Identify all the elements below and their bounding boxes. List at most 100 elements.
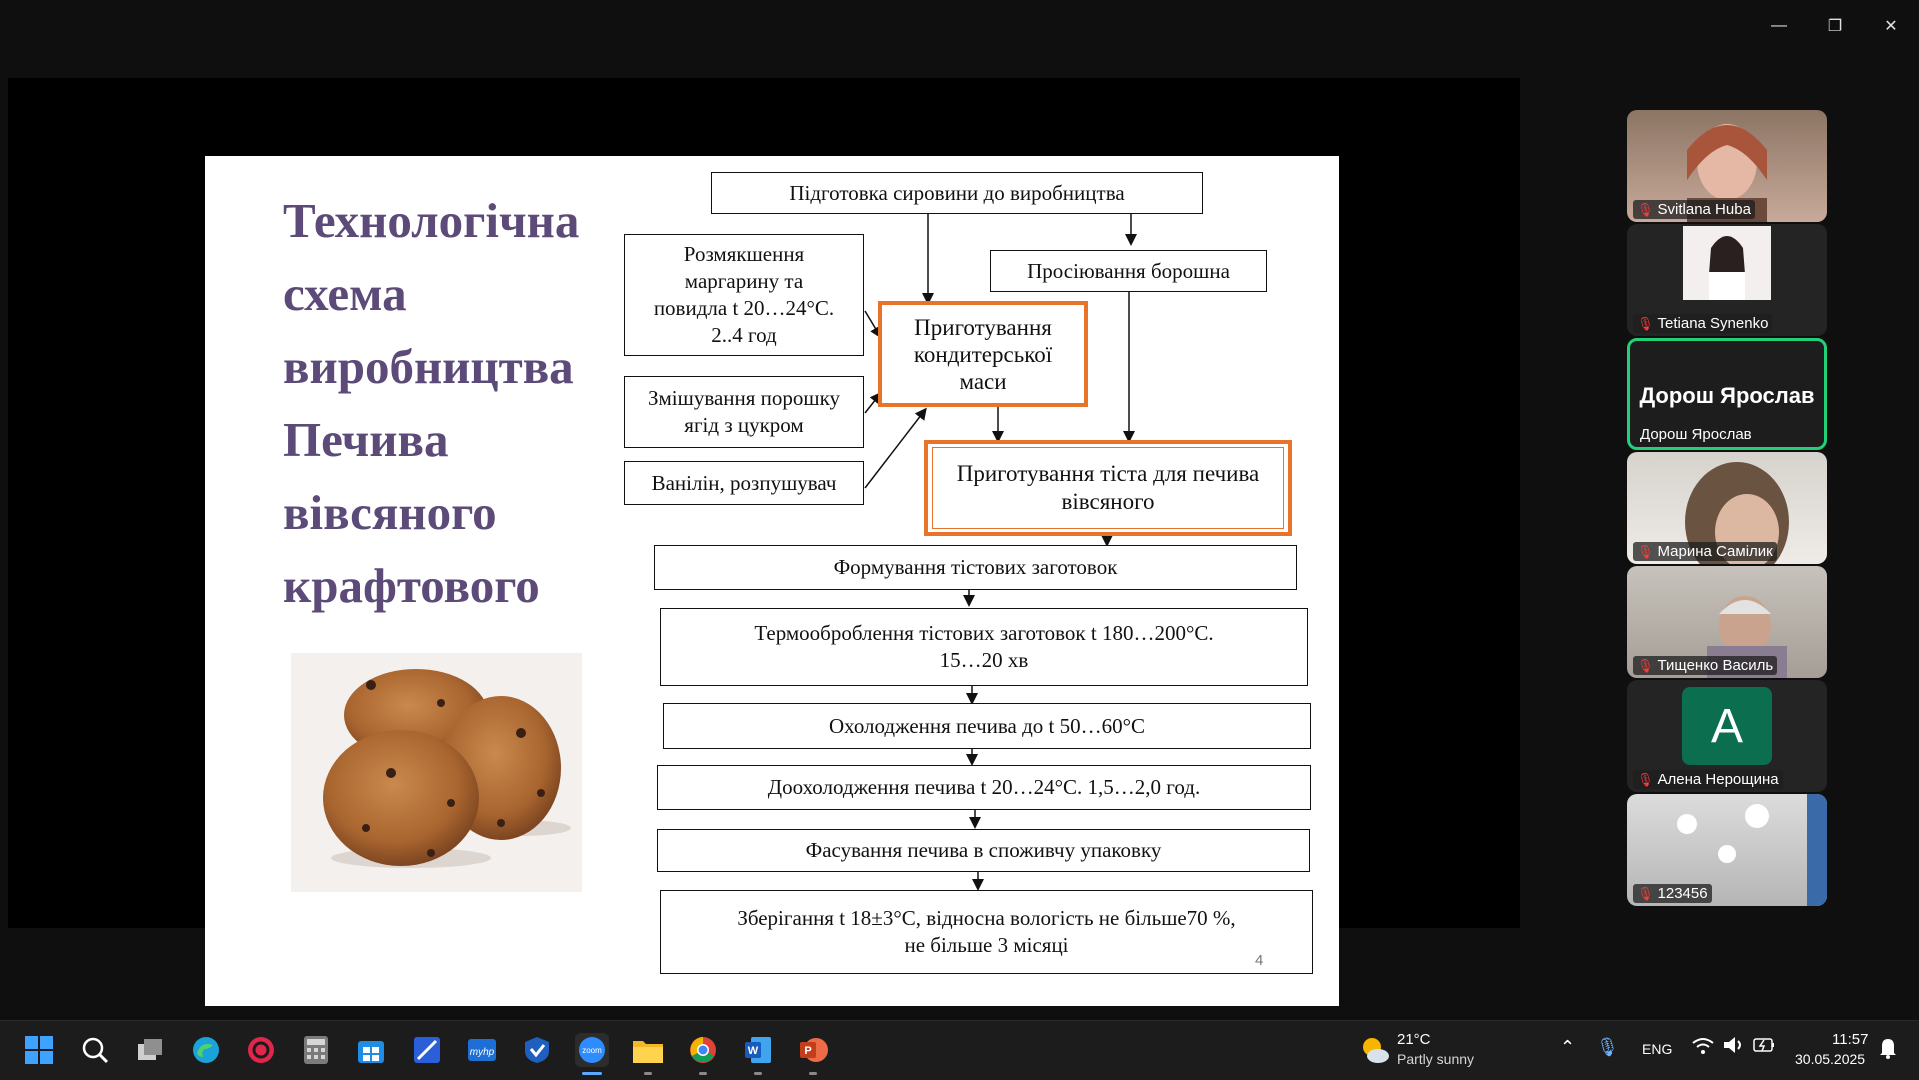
microphone-in-use-icon[interactable]: 🎙︎ bbox=[1596, 1037, 1619, 1057]
participant-tile-active-speaker[interactable]: Дорош Ярослав Дорош Ярослав bbox=[1627, 338, 1827, 450]
restore-button[interactable]: ❐ bbox=[1827, 18, 1843, 35]
step-text: Фасування печива в споживчу упаковку bbox=[805, 838, 1162, 862]
language-indicator[interactable]: ENG bbox=[1642, 1041, 1673, 1057]
slide-title: Технологічна схема виробництва Печива ві… bbox=[283, 184, 613, 622]
step-soften-margarine: Розмякшення маргарину та повидла t 20…24… bbox=[624, 234, 864, 356]
weather-temperature[interactable]: 21°C bbox=[1397, 1031, 1431, 1048]
step-text: Термооброблення тістових заготовок t 180… bbox=[754, 620, 1213, 674]
step-text-line: Приготування тіста для печива bbox=[956, 461, 1260, 486]
step-forming: Формування тістових заготовок bbox=[654, 545, 1297, 590]
task-view-icon[interactable] bbox=[133, 1033, 167, 1067]
notifications-bell-icon[interactable] bbox=[1878, 1037, 1898, 1063]
close-button[interactable]: ✕ bbox=[1884, 18, 1898, 35]
step-mix-berry-powder: Змішування порошку ягід з цукром bbox=[624, 376, 864, 448]
participant-name: Алена Нерощина bbox=[1657, 771, 1779, 788]
step-text-line: не більше 3 місяці bbox=[904, 933, 1069, 957]
slide-page-number: 4 bbox=[1255, 952, 1264, 969]
participant-label: 🎙︎Марина Самілик bbox=[1633, 542, 1777, 561]
participant-avatar: A bbox=[1682, 687, 1772, 765]
step-text-line: 2..4 год bbox=[711, 323, 777, 347]
participant-video bbox=[1683, 226, 1771, 300]
participant-label: 🎙︎123456 bbox=[1633, 884, 1712, 903]
mic-off-icon: 🎙︎ bbox=[1637, 771, 1654, 787]
file-explorer-icon[interactable] bbox=[631, 1033, 665, 1075]
step-text: Підготовка сировини до виробництва bbox=[789, 180, 1125, 205]
participant-tile[interactable]: A 🎙︎Алена Нерощина bbox=[1627, 680, 1827, 792]
title-line: вівсяного bbox=[283, 485, 497, 540]
step-cooling: Охолодження печива до t 50…60°С bbox=[663, 703, 1311, 749]
step-prepare-raw-materials: Підготовка сировини до виробництва bbox=[711, 172, 1203, 214]
window-controls: — ❐ ✕ bbox=[1751, 10, 1919, 42]
clock-time[interactable]: 11:57 bbox=[1832, 1031, 1869, 1048]
participant-name: 123456 bbox=[1657, 885, 1708, 902]
myhp-icon[interactable]: myhp bbox=[465, 1033, 499, 1067]
step-text: Ванілін, розпушувач bbox=[651, 470, 837, 495]
weather-description[interactable]: Partly sunny bbox=[1397, 1051, 1475, 1067]
step-after-cooling: Доохолодження печива t 20…24°С. 1,5…2,0 … bbox=[657, 765, 1311, 810]
step-text: Формування тістових заготовок bbox=[833, 555, 1118, 579]
title-line: Технологічна bbox=[283, 193, 580, 248]
step-text: Зберігання t 18±3°С, відносна вологість … bbox=[737, 905, 1235, 959]
vpn-shield-icon[interactable] bbox=[520, 1033, 554, 1067]
step-vanilla-leavening: Ванілін, розпушувач bbox=[624, 461, 864, 505]
volume-icon[interactable] bbox=[1722, 1035, 1744, 1059]
participant-tile[interactable]: 🎙︎123456 bbox=[1627, 794, 1827, 906]
svg-text:myhp: myhp bbox=[470, 1047, 495, 1058]
step-packing: Фасування печива в споживчу упаковку bbox=[657, 829, 1310, 872]
step-text-line: маргарину та bbox=[684, 269, 804, 293]
start-windows-icon[interactable] bbox=[22, 1033, 56, 1067]
mic-off-icon: 🎙︎ bbox=[1637, 657, 1654, 673]
participant-tile[interactable]: 🎙︎Марина Самілик bbox=[1627, 452, 1827, 564]
battery-charging-icon[interactable] bbox=[1752, 1035, 1776, 1059]
participant-label: Дорош Ярослав bbox=[1636, 425, 1756, 444]
microsoft-store-icon[interactable] bbox=[354, 1033, 388, 1067]
edge-browser-icon[interactable] bbox=[189, 1033, 223, 1067]
title-line: Печива bbox=[283, 412, 449, 467]
step-text: Просіювання борошна bbox=[1027, 258, 1230, 283]
step-text-line: Розмякшення bbox=[683, 242, 805, 266]
step-text-line: кондитерської bbox=[913, 341, 1053, 367]
step-sift-flour: Просіювання борошна bbox=[990, 250, 1267, 292]
participant-name: Svitlana Huba bbox=[1657, 201, 1751, 218]
screen-recorder-icon[interactable] bbox=[244, 1033, 278, 1067]
step-text-line: маси bbox=[959, 368, 1007, 394]
word-app-icon[interactable]: W bbox=[741, 1033, 775, 1075]
step-text-line: Зберігання t 18±3°С, відносна вологість … bbox=[737, 906, 1236, 930]
svg-text:zoom: zoom bbox=[582, 1046, 602, 1055]
participant-tile[interactable]: 🎙︎Tetiana Synenko bbox=[1627, 224, 1827, 336]
step-text-line: вівсяного bbox=[1061, 489, 1155, 514]
mic-off-icon: 🎙︎ bbox=[1637, 315, 1654, 331]
title-line: виробництва bbox=[283, 339, 574, 394]
step-text: Приготування кондитерської маси bbox=[914, 314, 1052, 395]
step-text-line: повидла t 20…24°С. bbox=[653, 296, 835, 320]
calculator-icon[interactable] bbox=[299, 1033, 333, 1067]
participant-label: 🎙︎Tetiana Synenko bbox=[1633, 314, 1773, 333]
zoom-app-icon[interactable]: zoom bbox=[575, 1033, 609, 1075]
mic-off-icon: 🎙︎ bbox=[1637, 201, 1654, 217]
participant-tile[interactable]: 🎙︎Тищенко Василь bbox=[1627, 566, 1827, 678]
step-text: Приготування тіста для печива вівсяного bbox=[932, 447, 1284, 529]
participant-tile[interactable]: 🎙︎Svitlana Huba bbox=[1627, 110, 1827, 222]
step-baking: Термооброблення тістових заготовок t 180… bbox=[660, 608, 1308, 686]
step-text-line: 15…20 хв bbox=[939, 648, 1029, 672]
flowchart-arrows bbox=[864, 214, 1137, 891]
clock-date[interactable]: 30.05.2025 bbox=[1795, 1051, 1866, 1067]
windows-taskbar: myhp zoom W P 21°C Partly sunny ⌃ 🎙︎ ENG… bbox=[0, 1020, 1919, 1080]
step-prepare-dough: Приготування тіста для печива вівсяного bbox=[924, 440, 1292, 536]
participant-label: 🎙︎Svitlana Huba bbox=[1633, 200, 1755, 219]
chrome-browser-icon[interactable] bbox=[686, 1033, 720, 1075]
step-text: Змішування порошку ягід з цукром bbox=[648, 385, 840, 439]
minimize-button[interactable]: — bbox=[1771, 17, 1787, 34]
mic-off-icon: 🎙︎ bbox=[1637, 885, 1654, 901]
step-text-line: ягід з цукром bbox=[684, 413, 804, 437]
wifi-icon[interactable] bbox=[1692, 1037, 1714, 1060]
participant-label: 🎙︎Тищенко Василь bbox=[1633, 656, 1778, 675]
show-hidden-icons-chevron-icon[interactable]: ⌃ bbox=[1560, 1037, 1576, 1057]
weather-partly-sunny-icon[interactable] bbox=[1358, 1033, 1392, 1067]
search-icon[interactable] bbox=[78, 1033, 112, 1067]
shared-screen-area: Технологічна схема виробництва Печива ві… bbox=[8, 78, 1520, 1006]
powerpoint-app-icon[interactable]: P bbox=[796, 1033, 830, 1075]
step-text: Розмякшення маргарину та повидла t 20…24… bbox=[654, 241, 834, 349]
snipping-tool-icon[interactable] bbox=[410, 1033, 444, 1067]
presentation-slide: Технологічна схема виробництва Печива ві… bbox=[205, 156, 1339, 1006]
